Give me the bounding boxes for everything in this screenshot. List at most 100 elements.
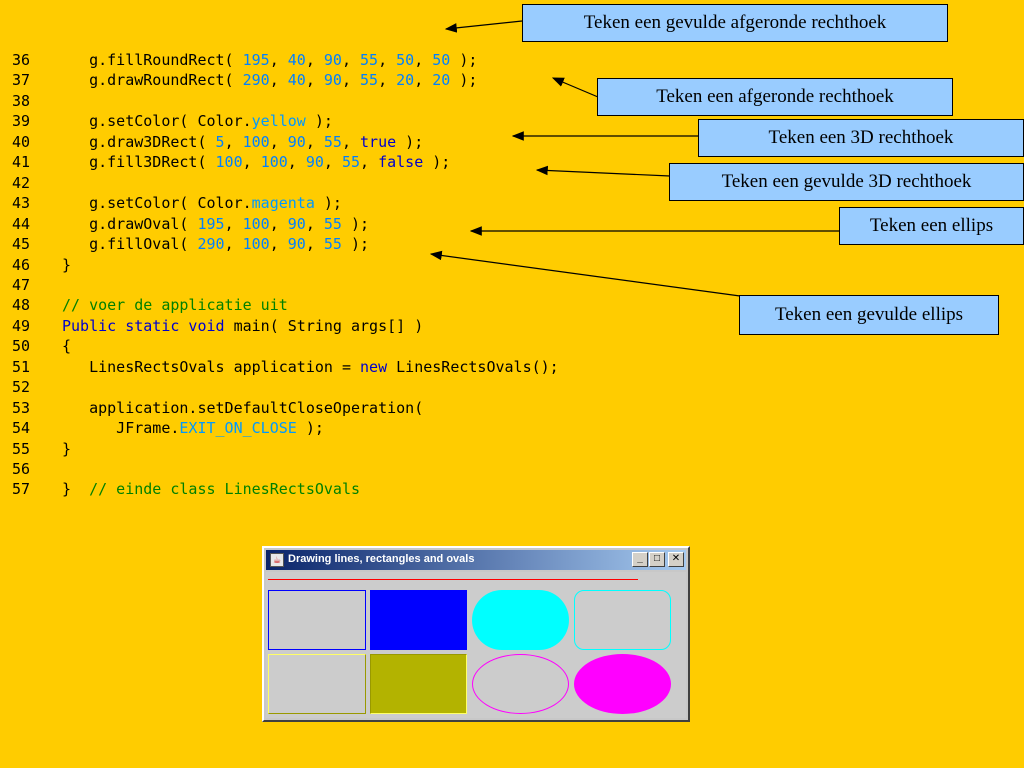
code-text: g.draw3DRect( 5, 100, 90, 55, true );: [62, 132, 423, 152]
magenta-filled-oval: [574, 654, 671, 714]
code-text: }: [62, 255, 71, 275]
code-token: 90: [323, 71, 342, 90]
code-token: }: [62, 439, 72, 458]
code-token: 90: [287, 235, 306, 254]
code-token: ,: [414, 71, 433, 90]
code-text: g.fill3DRect( 100, 100, 90, 55, false );: [62, 152, 450, 172]
line-number: 42: [12, 173, 31, 192]
arrow-2: [551, 77, 599, 98]
magenta-oval: [472, 654, 569, 714]
code-token: ,: [224, 235, 243, 254]
code-text: } // einde class LinesRectsOvals: [62, 479, 360, 499]
code-token: ,: [224, 132, 243, 151]
window-title-bar[interactable]: ☕ Drawing lines, rectangles and ovals _ …: [266, 550, 686, 570]
code-token: Public static void: [62, 316, 225, 335]
code-text: LinesRectsOvals application = new LinesR…: [62, 357, 559, 377]
code-token: 50: [396, 51, 415, 69]
cyan-filled-round-rect: [472, 590, 569, 650]
line-number: 41: [12, 153, 31, 172]
callout-oval: Teken een ellips: [839, 207, 1024, 245]
code-token: main( String args[] ): [224, 316, 424, 335]
code-text: Public static void main( String args[] ): [62, 316, 423, 336]
code-token: ,: [341, 71, 361, 90]
code-token: ,: [269, 51, 288, 69]
callout-3d-rect: Teken een 3D rechthoek: [698, 119, 1024, 157]
code-token: );: [296, 419, 324, 438]
code-token: 40: [287, 71, 306, 90]
code-token: 40: [287, 51, 306, 69]
code-token: 100: [242, 214, 270, 233]
code-token: );: [305, 112, 333, 131]
line-number: 50: [12, 337, 31, 356]
code-token: }: [62, 255, 72, 274]
code-token: 90: [323, 51, 342, 69]
code-token: ,: [414, 51, 433, 69]
code-token: 55: [360, 51, 379, 69]
code-text: g.drawOval( 195, 100, 90, 55 );: [62, 214, 369, 234]
line-number: 40: [12, 132, 31, 151]
line-number: 49: [12, 316, 31, 335]
java-icon[interactable]: ☕: [270, 553, 284, 567]
arrow-1: [444, 20, 523, 33]
line-number: 37: [12, 71, 31, 90]
code-token: );: [423, 153, 451, 172]
code-token: ,: [269, 235, 288, 254]
code-token: {: [62, 337, 72, 356]
callout-filled-3d-rect: Teken een gevulde 3D rechthoek: [669, 163, 1024, 201]
code-token: g.fill3DRect(: [62, 153, 216, 172]
code-token: 100: [242, 235, 270, 254]
code-token: 100: [242, 132, 270, 151]
code-token: g.drawOval(: [62, 214, 198, 233]
code-token: true: [360, 132, 397, 151]
code-token: );: [341, 235, 370, 254]
window-title: Drawing lines, rectangles and ovals: [288, 553, 475, 565]
code-token: );: [341, 214, 370, 233]
code-text: g.setColor( Color.yellow );: [62, 111, 333, 131]
code-token: application.setDefaultCloseOperation(: [62, 398, 424, 417]
code-token: 55: [341, 153, 361, 172]
minimize-button[interactable]: _: [632, 552, 648, 567]
close-button[interactable]: ✕: [668, 552, 684, 567]
code-token: ,: [378, 51, 397, 69]
code-token: }: [62, 480, 90, 499]
maximize-button[interactable]: □: [649, 552, 665, 567]
code-token: g.fillOval(: [62, 235, 198, 254]
yellow-filled-3d-rect: [370, 654, 467, 714]
code-token: LinesRectsOvals application =: [62, 357, 361, 376]
code-token: ,: [269, 132, 288, 151]
code-token: g.draw3DRect(: [62, 132, 216, 151]
arrow-6: [429, 250, 741, 297]
code-text: g.drawRoundRect( 290, 40, 90, 55, 20, 20…: [62, 70, 477, 90]
line-number: 38: [12, 91, 31, 110]
code-token: ,: [305, 235, 324, 254]
code-token: 195: [242, 51, 270, 69]
code-token: ,: [360, 153, 379, 172]
line-number: 52: [12, 378, 31, 397]
code-token: 50: [432, 51, 451, 69]
code-token: ,: [305, 132, 324, 151]
code-token: LinesRectsOvals();: [387, 357, 559, 376]
code-text: JFrame.EXIT_ON_CLOSE );: [62, 418, 324, 438]
line-number: 54: [12, 419, 31, 438]
code-token: ,: [341, 132, 361, 151]
code-text: g.setColor( Color.magenta );: [62, 193, 342, 213]
callout-filled-round-rect: Teken een gevulde afgeronde rechthoek: [522, 4, 948, 42]
code-token: 100: [260, 153, 288, 172]
code-token: 290: [197, 235, 225, 254]
code-token: 290: [242, 71, 270, 90]
line-number: 55: [12, 439, 31, 458]
code-token: ,: [287, 153, 306, 172]
line-number: 45: [12, 235, 31, 254]
code-token: );: [450, 51, 478, 69]
code-text: {: [62, 336, 71, 356]
line-number: 46: [12, 255, 31, 274]
code-token: );: [450, 71, 478, 90]
code-token: new: [360, 357, 388, 376]
code-token: g.drawRoundRect(: [62, 71, 243, 90]
callout-round-rect: Teken een afgeronde rechthoek: [597, 78, 953, 116]
code-token: 90: [287, 214, 306, 233]
arrow-4: [535, 165, 671, 177]
yellow-3d-rect: [268, 654, 366, 714]
cyan-round-rect: [574, 590, 671, 650]
code-token: ,: [305, 214, 324, 233]
